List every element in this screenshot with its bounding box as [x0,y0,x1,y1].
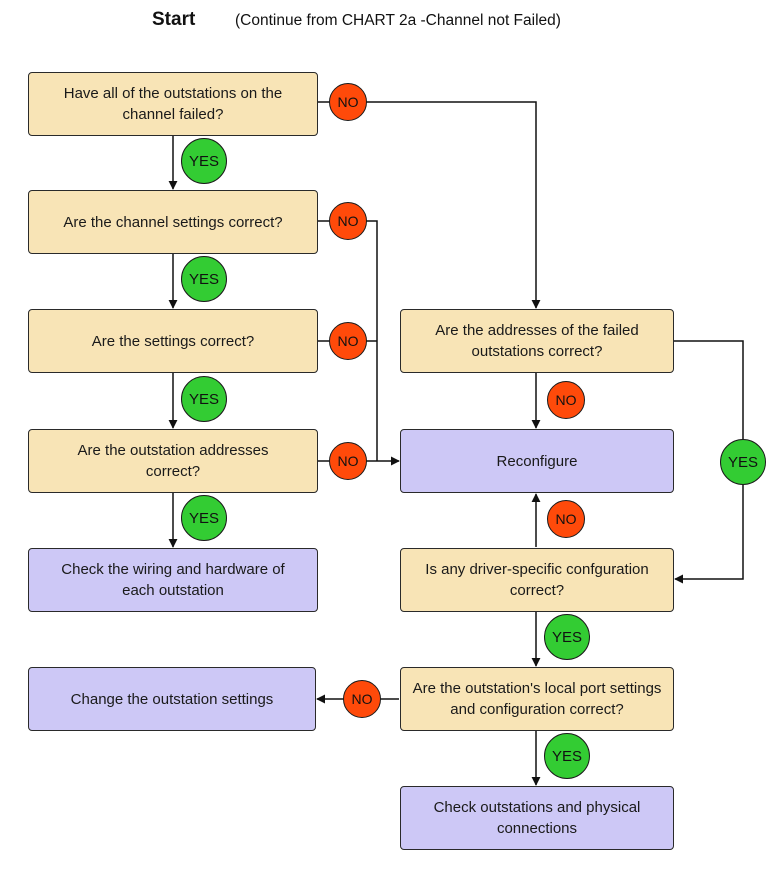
no-badge-q2: NO [329,202,367,240]
node-all-failed-text: Have all of the outstations on the chann… [63,85,283,123]
node-check-outstations: Check outstations and physical connectio… [400,786,674,850]
node-channel-settings-text: Are the channel settings correct? [63,213,283,231]
no-badge-q6: NO [547,500,585,538]
node-failed-addresses: Are the addresses of the failed outstati… [400,309,674,373]
node-driver-config: Is any driver-specific confguration corr… [400,548,674,612]
node-reconfigure-text: Reconfigure [496,452,578,470]
node-all-failed: Have all of the outstations on the chann… [28,72,318,136]
node-check-wiring-text: Check the wiring and hardware of each ou… [61,561,285,599]
no-badge-q4: NO [329,442,367,480]
no-badge-q3: NO [329,322,367,360]
node-driver-config-text: Is any driver-specific confguration corr… [425,561,649,599]
yes-badge-q7: YES [544,733,590,779]
node-change-settings-text: Change the outstation settings [70,690,274,708]
no-badge-q1: NO [329,83,367,121]
node-failed-addresses-text: Are the addresses of the failed outstati… [435,322,639,360]
node-channel-settings: Are the channel settings correct? [28,190,318,254]
no-badge-q7: NO [343,680,381,718]
node-change-settings: Change the outstation settings [28,667,316,731]
yes-badge-q3: YES [181,376,227,422]
node-local-port: Are the outstation's local port settings… [400,667,674,731]
yes-badge-q6: YES [544,614,590,660]
yes-badge-q5: YES [720,439,766,485]
node-local-port-text: Are the outstation's local port settings… [412,680,662,718]
node-reconfigure: Reconfigure [400,429,674,493]
start-label: Start [152,9,196,30]
node-check-wiring: Check the wiring and hardware of each ou… [28,548,318,612]
node-settings-text: Are the settings correct? [91,332,255,350]
no-badge-q5: NO [547,381,585,419]
edge-q1-q5 [317,101,541,309]
yes-badge-q4: YES [181,495,227,541]
node-outstation-addresses: Are the outstation addresses correct? [28,429,318,493]
node-check-outstations-text: Check outstations and physical connectio… [433,799,641,837]
yes-badge-q1: YES [181,138,227,184]
continue-note: (Continue from CHART 2a -Channel not Fai… [235,12,561,29]
node-outstation-addresses-text: Are the outstation addresses correct? [77,442,269,480]
node-settings: Are the settings correct? [28,309,318,373]
yes-badge-q2: YES [181,256,227,302]
